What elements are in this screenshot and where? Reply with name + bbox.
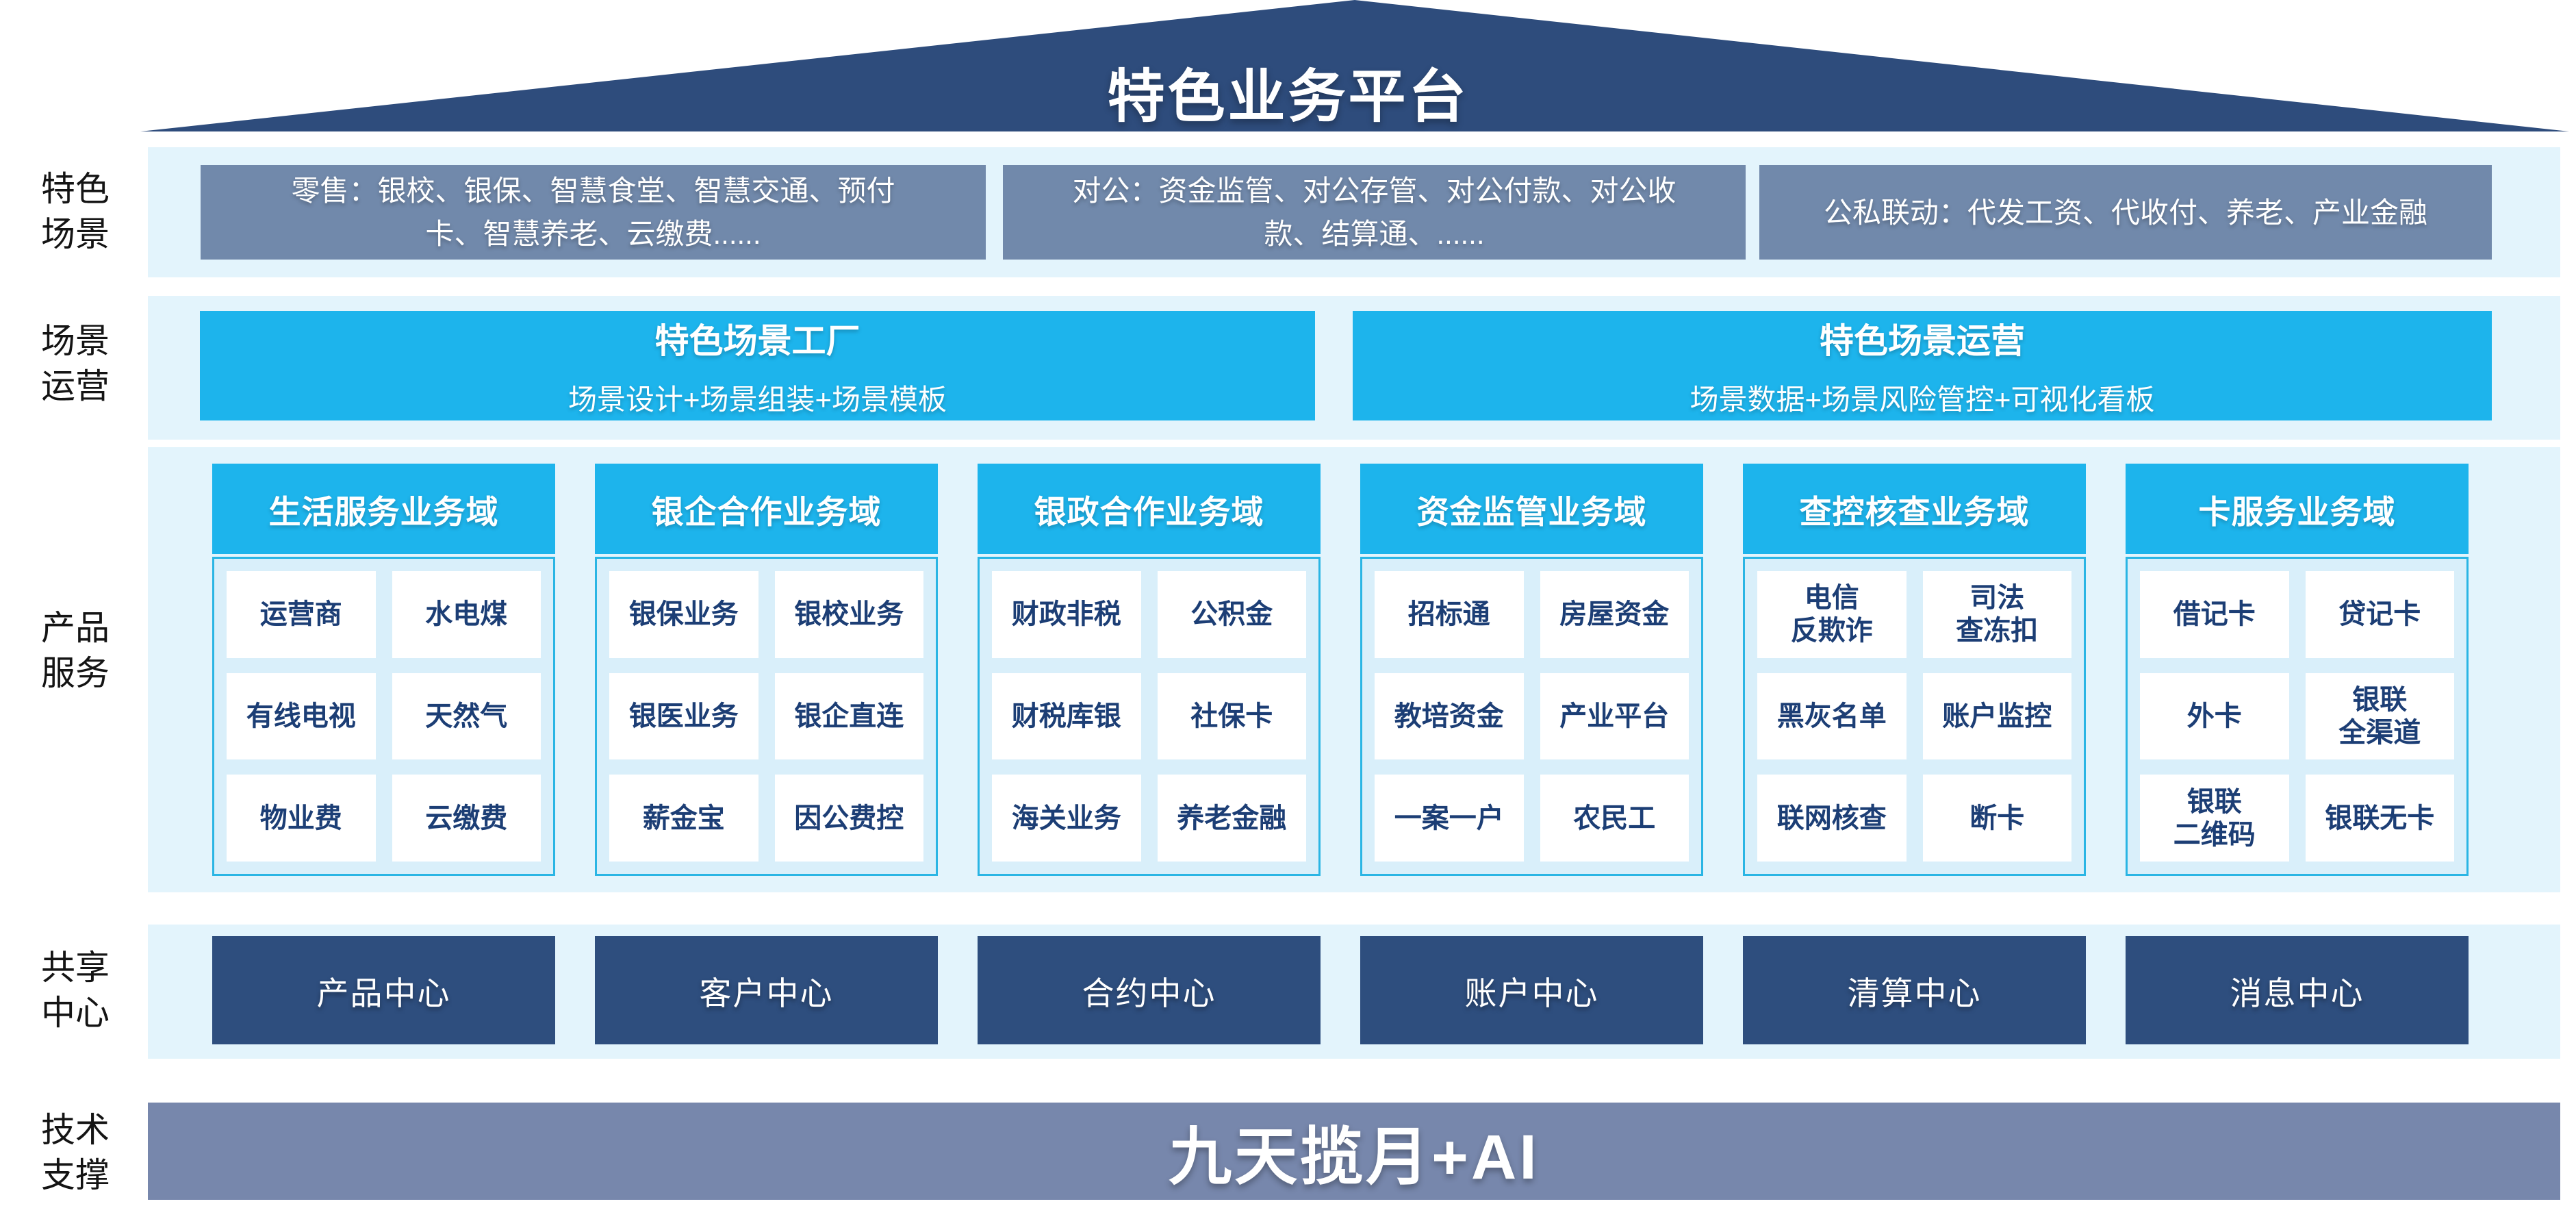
tech-support-bar: 九天揽月+AI [148, 1103, 2560, 1200]
product-item: 银联无卡 [2305, 775, 2454, 862]
product-item: 招标通 [1375, 571, 1524, 658]
side-label-centers: 共享 中心 [41, 948, 110, 1032]
scenes-band: 零售：银校、银保、智慧食堂、智慧交通、预付 卡、智慧养老、云缴费...... 对… [148, 147, 2560, 277]
product-item: 公积金 [1157, 571, 1306, 658]
product-item: 贷记卡 [2305, 571, 2454, 658]
column-header: 银企合作业务域 [595, 464, 938, 554]
product-item: 水电煤 [392, 571, 541, 658]
ops-subtitle: 场景数据+场景风险管控+可视化看板 [1689, 383, 2155, 416]
product-column-inspection: 查控核查业务域 电信 反欺诈 司法 查冻扣 黑灰名单 账户监控 联网核查 断卡 [1743, 464, 2086, 876]
side-label-scenes: 特色 场景 [41, 170, 110, 253]
product-item: 银联 全渠道 [2305, 672, 2454, 760]
product-item: 天然气 [392, 672, 541, 760]
product-column-bank-enterprise: 银企合作业务域 银保业务 银校业务 银医业务 银企直连 薪金宝 因公费控 [595, 464, 938, 876]
ops-title: 特色场景运营 [1820, 321, 2025, 360]
product-item: 物业费 [227, 775, 376, 862]
column-panel: 财政非税 公积金 财税库银 社保卡 海关业务 养老金融 [978, 557, 1321, 876]
product-item: 社保卡 [1157, 672, 1306, 760]
scene-box-retail: 零售：银校、银保、智慧食堂、智慧交通、预付 卡、智慧养老、云缴费...... [201, 165, 986, 260]
ops-subtitle: 场景设计+场景组装+场景模板 [568, 383, 947, 416]
product-column-life-services: 生活服务业务域 运营商 水电煤 有线电视 天然气 物业费 云缴费 [212, 464, 555, 876]
product-item: 有线电视 [227, 672, 376, 760]
page-title: 特色业务平台 [1107, 64, 1469, 129]
centers-band: 产品中心 客户中心 合约中心 账户中心 清算中心 消息中心 [148, 925, 2560, 1059]
product-column-fund-supervision: 资金监管业务域 招标通 房屋资金 教培资金 产业平台 一案一户 农民工 [1360, 464, 1703, 876]
column-header: 生活服务业务域 [212, 464, 555, 554]
product-item: 房屋资金 [1540, 571, 1689, 658]
product-item: 因公费控 [774, 775, 923, 862]
ops-box-scene-factory: 特色场景工厂 场景设计+场景组装+场景模板 [200, 311, 1315, 420]
side-label-products: 产品 服务 [41, 609, 110, 692]
product-item: 银医业务 [609, 672, 758, 760]
ops-box-scene-operation: 特色场景运营 场景数据+场景风险管控+可视化看板 [1353, 311, 2492, 420]
side-label-tech: 技术 支撑 [41, 1111, 110, 1194]
products-band: 生活服务业务域 运营商 水电煤 有线电视 天然气 物业费 云缴费 银企合作业务域… [148, 447, 2560, 892]
center-box-clearing: 清算中心 [1743, 936, 2086, 1044]
product-item: 海关业务 [992, 775, 1141, 862]
column-panel: 运营商 水电煤 有线电视 天然气 物业费 云缴费 [212, 557, 555, 876]
product-item: 农民工 [1540, 775, 1689, 862]
product-item: 产业平台 [1540, 672, 1689, 760]
product-item: 电信 反欺诈 [1757, 571, 1907, 658]
product-item: 账户监控 [1922, 672, 2071, 760]
center-box-product: 产品中心 [212, 936, 555, 1044]
product-item: 银联 二维码 [2140, 775, 2289, 862]
column-panel: 银保业务 银校业务 银医业务 银企直连 薪金宝 因公费控 [595, 557, 938, 876]
column-header: 卡服务业务域 [2126, 464, 2469, 554]
product-item: 外卡 [2140, 672, 2289, 760]
column-header: 查控核查业务域 [1743, 464, 2086, 554]
product-item: 养老金融 [1157, 775, 1306, 862]
column-header: 资金监管业务域 [1360, 464, 1703, 554]
column-header: 银政合作业务域 [978, 464, 1321, 554]
product-item: 黑灰名单 [1757, 672, 1907, 760]
product-column-card-services: 卡服务业务域 借记卡 贷记卡 外卡 银联 全渠道 银联 二维码 银联无卡 [2126, 464, 2469, 876]
product-item: 运营商 [227, 571, 376, 658]
product-item: 教培资金 [1375, 672, 1524, 760]
column-panel: 招标通 房屋资金 教培资金 产业平台 一案一户 农民工 [1360, 557, 1703, 876]
product-item: 联网核查 [1757, 775, 1907, 862]
center-box-message: 消息中心 [2126, 936, 2469, 1044]
product-column-bank-government: 银政合作业务域 财政非税 公积金 财税库银 社保卡 海关业务 养老金融 [978, 464, 1321, 876]
center-box-customer: 客户中心 [595, 936, 938, 1044]
product-item: 银保业务 [609, 571, 758, 658]
product-item: 一案一户 [1375, 775, 1524, 862]
product-item: 断卡 [1922, 775, 2071, 862]
column-panel: 电信 反欺诈 司法 查冻扣 黑灰名单 账户监控 联网核查 断卡 [1743, 557, 2086, 876]
product-item: 银企直连 [774, 672, 923, 760]
scene-box-corporate: 对公：资金监管、对公存管、对公付款、对公收 款、结算通、...... [1003, 165, 1746, 260]
side-label-operations: 场景 运营 [41, 322, 110, 405]
product-item: 财政非税 [992, 571, 1141, 658]
ops-title: 特色场景工厂 [654, 321, 860, 360]
product-item: 借记卡 [2140, 571, 2289, 658]
center-box-account: 账户中心 [1360, 936, 1703, 1044]
product-item: 银校业务 [774, 571, 923, 658]
tech-support-title: 九天揽月+AI [1169, 1122, 1540, 1192]
operations-band: 特色场景工厂 场景设计+场景组装+场景模板 特色场景运营 场景数据+场景风险管控… [148, 296, 2560, 440]
column-panel: 借记卡 贷记卡 外卡 银联 全渠道 银联 二维码 银联无卡 [2126, 557, 2469, 876]
product-item: 云缴费 [392, 775, 541, 862]
center-box-contract: 合约中心 [978, 936, 1321, 1044]
product-item: 财税库银 [992, 672, 1141, 760]
scene-box-public-private: 公私联动：代发工资、代收付、养老、产业金融 [1759, 165, 2492, 260]
product-item: 司法 查冻扣 [1922, 571, 2071, 658]
product-item: 薪金宝 [609, 775, 758, 862]
